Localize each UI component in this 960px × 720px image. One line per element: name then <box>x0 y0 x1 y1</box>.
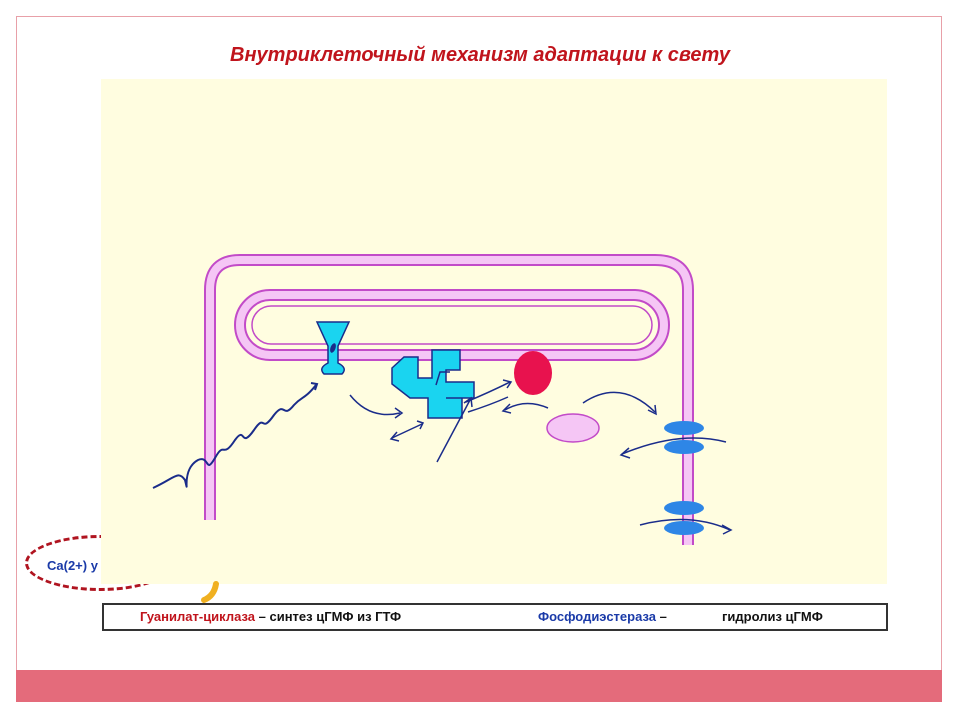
transducin-complex <box>391 349 475 419</box>
arrow-to-transducin-up <box>436 399 471 463</box>
arrow-pde-to-vesicle <box>504 402 549 411</box>
legend-guanylate-cyclase: Гуанилат-циклаза – синтез цГМФ из ГТФ <box>140 609 402 624</box>
calcium-label: Ca(2+) у <box>47 558 98 573</box>
ion-channel-lower-b <box>664 521 704 535</box>
arrow-rhodopsin-to-transducin <box>349 394 401 416</box>
legend-phosphodiesterase-desc: гидролиз цГМФ <box>722 609 823 624</box>
legend-phosphodiesterase: Фосфодиэстераза – <box>538 609 667 624</box>
slide-title: Внутриклеточный механизм адаптации к све… <box>230 44 730 66</box>
cgmp-vesicle <box>546 413 600 443</box>
ion-channel-lower-a <box>664 501 704 515</box>
arrow-to-pde-2 <box>467 396 509 413</box>
calcium-marker <box>201 581 219 603</box>
arrow-vesicle-to-channel <box>582 391 656 413</box>
ion-channel-upper-a <box>664 421 704 435</box>
ion-channel-upper-b <box>664 440 704 454</box>
cell-membrane-fill <box>206 256 692 545</box>
arrow-to-pde-1 <box>465 381 511 403</box>
arrow-channel-out-upper <box>621 437 727 455</box>
arrow-channel-in-lower <box>639 518 731 531</box>
bottom-band <box>16 670 942 702</box>
arrow-double-gdp-gtp <box>391 423 423 439</box>
light-wave <box>152 384 317 489</box>
phosphodiesterase-protein <box>514 351 552 395</box>
legend-box: Гуанилат-циклаза – синтез цГМФ из ГТФ Фо… <box>102 603 888 631</box>
